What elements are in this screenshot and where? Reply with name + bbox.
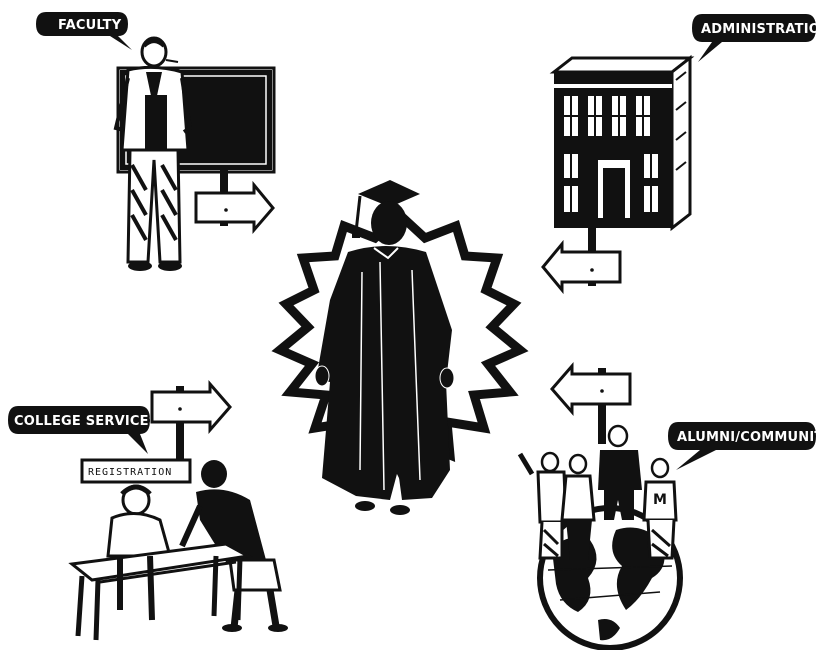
faculty-label: FACULTY (58, 18, 122, 33)
administration-arrow-sign-icon (543, 226, 620, 290)
administration-label: ADMINISTRATION (701, 22, 823, 37)
faculty-speech-bubble: FACULTY (36, 12, 132, 50)
registration-sign-icon: REGISTRATION (82, 460, 190, 482)
college-services-speech-bubble: COLLEGE SERVICES (8, 406, 158, 454)
alumni-community-speech-bubble: ALUMNI/COMMUNITY (668, 422, 823, 470)
college-building-icon (554, 58, 690, 228)
college-services-arrow-sign-icon (152, 384, 230, 462)
faculty-arrow-sign-icon (196, 170, 273, 230)
college-services-label: COLLEGE SERVICES (14, 414, 158, 429)
registration-desk-icon (72, 460, 288, 640)
alumni-community-label: ALUMNI/COMMUNITY (677, 430, 823, 445)
sweater-letter: M (653, 492, 667, 508)
administration-speech-bubble: ADMINISTRATION (692, 14, 823, 62)
registration-sign-text: REGISTRATION (88, 467, 172, 478)
